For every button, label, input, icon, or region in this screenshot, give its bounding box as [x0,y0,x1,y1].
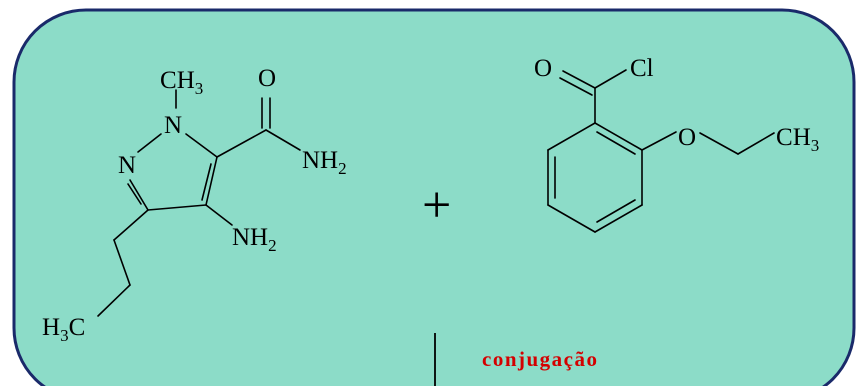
benzoyl-chloride-label: Cl [630,55,654,82]
benzoyl-carbonyl-o-label: O [534,55,552,82]
pyrazole-amino-label: NH2 [232,224,277,255]
bond-c3-n2-inner [127,183,142,205]
bond-c5-c4 [205,156,218,206]
bond-propyl-3 [97,284,131,317]
bond-propyl-1 [113,209,149,241]
bond-ring-4 [547,204,596,233]
bond-acyl-c-o-1 [562,70,596,89]
bond-c5-carbonyl [216,129,267,158]
bond-c5-c4-inner [201,163,212,201]
bond-n1-c5 [185,133,218,158]
bond-ether-o-ch2 [699,132,739,155]
bond-ch2-ch3 [737,132,775,155]
bond-ring-6 [547,122,596,151]
bond-c4-amino [205,204,233,226]
bond-acyl-c-cl [594,69,627,89]
bond-ring-inner-2 [596,199,636,223]
benzoyl-chloride-molecule: O Cl O CH3 [534,55,819,233]
pyrazole-n1-label: N [164,112,182,139]
pyrazole-n2-label: N [118,152,136,179]
bond-ring-1 [594,122,643,151]
pyrazole-methyl-label: CH3 [160,67,203,98]
benzoyl-ethyl-label: CH3 [776,124,819,155]
reaction-panel [12,8,856,386]
arrow-condition-label: conjugação [482,347,599,371]
benzoyl-ether-o-label: O [678,124,696,151]
bond-c4-c3 [147,204,207,211]
bond-acyl-c-o-2 [559,77,593,96]
pyrazole-terminal-methyl-label: H3C [42,314,85,345]
bond-c3-n2 [129,179,149,211]
reaction-plus: + [422,177,451,234]
bond-ring-ether-o [641,131,677,151]
pyrazole-molecule: CH3 N N O NH2 NH2 H3C [42,65,347,345]
bond-propyl-2 [113,239,131,286]
pyrazole-amide-label: NH2 [302,147,347,178]
bond-carbonyl-amide [265,129,301,151]
bond-ring-3 [594,204,643,233]
bond-ring-inner-1 [596,131,636,155]
bond-n2-n1 [137,133,162,153]
pyrazole-carbonyl-o-label: O [258,65,276,92]
